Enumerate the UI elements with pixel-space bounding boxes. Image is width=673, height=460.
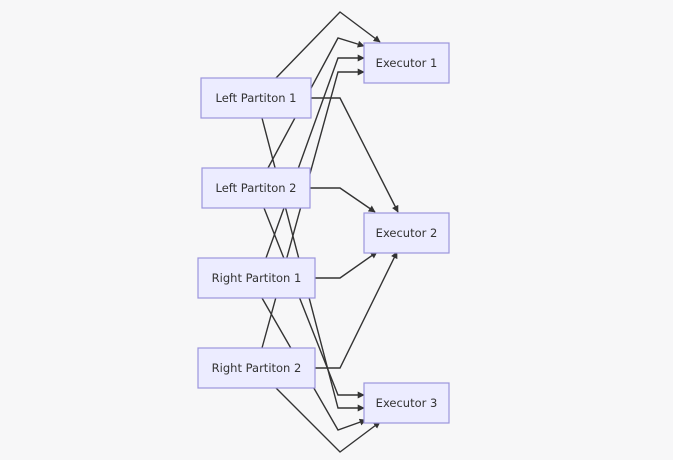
node-left-partition-1: Left Partiton 1 <box>200 77 312 119</box>
node-label-left-partition-2: Left Partiton 2 <box>216 181 297 195</box>
node-right-partition-2: Right Partiton 2 <box>197 347 316 389</box>
node-label-executor-2: Executor 2 <box>376 226 438 240</box>
edge-right-partition-1-to-executor-3 <box>261 297 367 431</box>
edge-right-partition-2-to-executor-3 <box>275 387 381 453</box>
node-label-executor-1: Executor 1 <box>376 56 438 70</box>
node-left-partition-2: Left Partiton 2 <box>201 167 311 209</box>
edge-right-partition-2-to-executor-2 <box>315 251 398 369</box>
edge-right-partition-2-to-executor-1 <box>261 68 365 349</box>
node-executor-1: Executor 1 <box>363 42 450 84</box>
edge-left-partition-1-to-executor-2 <box>311 97 399 213</box>
node-label-right-partition-2: Right Partiton 2 <box>212 361 302 375</box>
edge-left-partition-1-to-executor-1 <box>275 11 381 79</box>
node-right-partition-1: Right Partiton 1 <box>197 257 316 299</box>
node-executor-2: Executor 2 <box>363 212 450 254</box>
nodes-layer: Left Partiton 1 Left Partiton 2 Right Pa… <box>197 42 450 424</box>
edge-left-partition-2-to-executor-2 <box>310 187 376 213</box>
node-executor-3: Executor 3 <box>363 382 450 424</box>
node-label-executor-3: Executor 3 <box>376 396 438 410</box>
edge-right-partition-1-to-executor-2 <box>315 251 378 279</box>
edge-left-partition-2-to-executor-1 <box>267 37 365 169</box>
edge-left-partition-1-to-executor-3 <box>261 117 365 412</box>
node-label-right-partition-1: Right Partiton 1 <box>212 271 302 285</box>
node-label-left-partition-1: Left Partiton 1 <box>216 91 297 105</box>
